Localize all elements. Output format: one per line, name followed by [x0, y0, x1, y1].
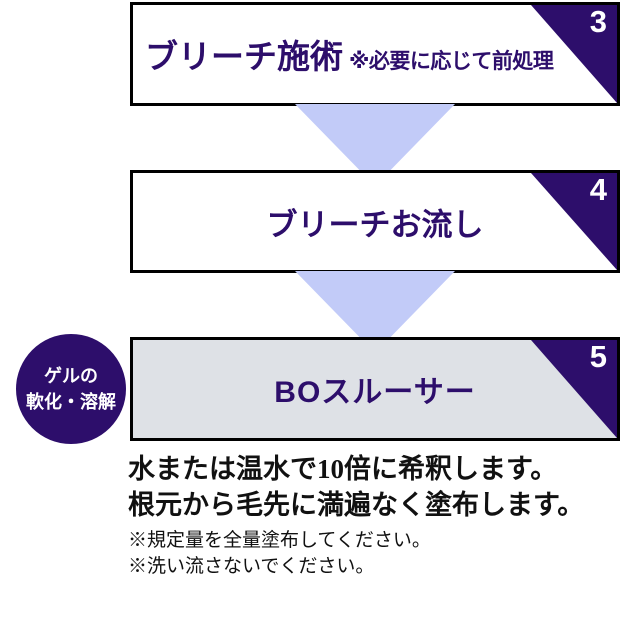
- step-3-label: ブリーチ施術 ※必要に応じて前処理: [133, 30, 617, 78]
- description-line: 根元から毛先に満遍なく塗布します。: [128, 489, 585, 520]
- step-box-4: ブリーチお流し 4: [130, 170, 620, 273]
- step-box-5: BOスルーサー 5: [130, 337, 620, 441]
- note-line: ※規定量を全量塗布してください。: [128, 530, 431, 552]
- description-block: 水または温水で10倍に希釈します。 根元から毛先に満遍なく塗布します。 ※規定量…: [128, 452, 628, 580]
- badge-line-2: 軟化・溶解: [26, 392, 116, 412]
- badge-line-1: ゲルの: [44, 365, 98, 386]
- note-line: ※洗い流さないでください。: [128, 555, 375, 577]
- notes-block: ※規定量を全量塗布してください。 ※洗い流さないでください。: [128, 528, 628, 579]
- step-4-title: ブリーチお流し: [266, 207, 484, 242]
- step-3-title: ブリーチ施術: [145, 38, 343, 75]
- gel-softening-badge: ゲルの 軟化・溶解: [16, 334, 126, 444]
- step-box-3: ブリーチ施術※必要に応じて前処理 3: [130, 2, 620, 106]
- step-5-title: BOスルーサー: [274, 376, 476, 409]
- step-3-subtitle: ※必要に応じて前処理: [349, 50, 554, 73]
- step-4-label: ブリーチお流し: [133, 199, 617, 244]
- step-5-label: BOスルーサー: [133, 367, 617, 411]
- description-line: 水または温水で10倍に希釈します。: [128, 454, 558, 484]
